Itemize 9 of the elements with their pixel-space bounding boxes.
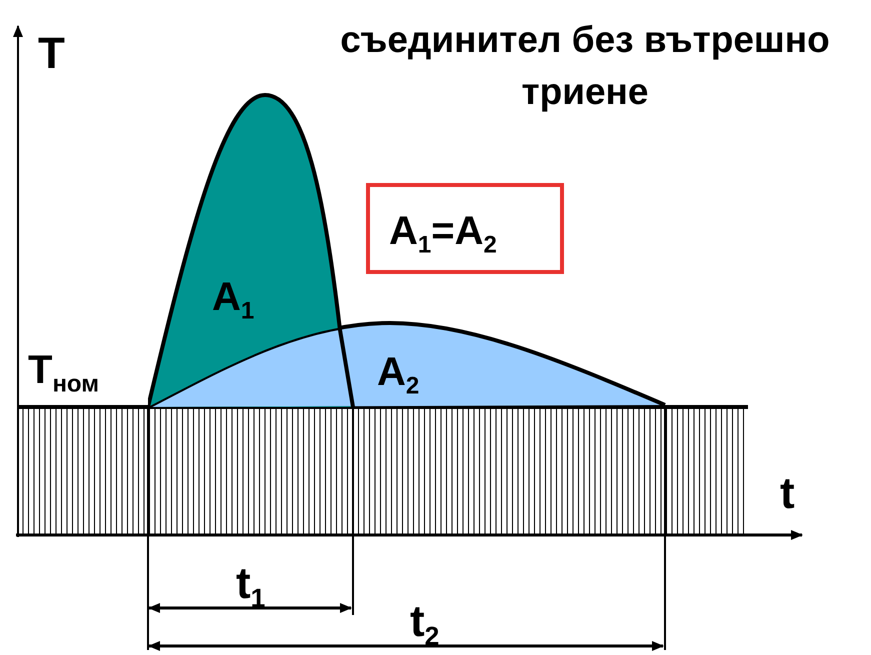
- area-region: [146, 320, 667, 409]
- axis-label: t: [780, 472, 795, 516]
- formula-text: A$_{1}$=A$_{2}$: [389, 211, 497, 258]
- axis-label: T$_{ном}$: [28, 350, 100, 396]
- area-label: A$_{2}$: [377, 352, 420, 398]
- area-label: A$_{1}$: [212, 277, 254, 324]
- diagram-title: съединител без вътрешно триене: [339, 18, 831, 114]
- axis-label: T: [38, 32, 65, 76]
- formula-box: [366, 183, 564, 274]
